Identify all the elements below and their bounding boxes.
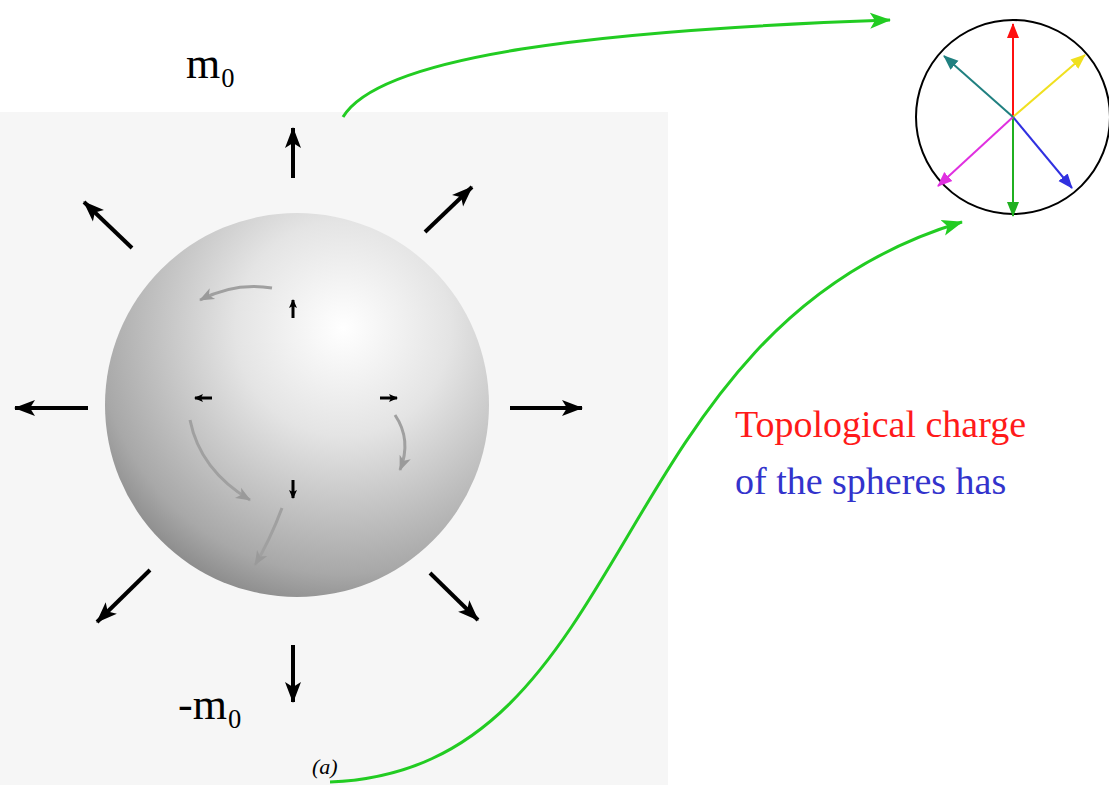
panel-label: (a)	[312, 756, 338, 778]
note-text: of the spheres has	[735, 462, 1006, 500]
note-text: Topological charge	[735, 405, 1026, 443]
vector-label: m₀	[186, 42, 236, 86]
vector-label: -m₀	[178, 683, 242, 727]
